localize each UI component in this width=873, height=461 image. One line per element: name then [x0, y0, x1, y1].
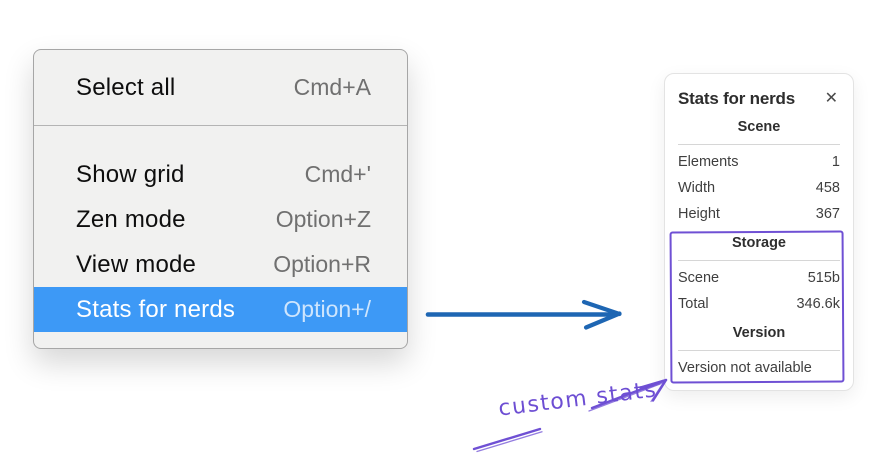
section-heading: Scene — [737, 119, 781, 135]
section-divider — [678, 260, 840, 261]
menu-item-shortcut: Cmd+A — [293, 74, 371, 100]
stat-row-total-storage: Total 346.6k — [678, 291, 840, 317]
section-scene: Scene Elements 1 Width 458 Height 367 — [678, 119, 840, 227]
menu-item-label: Zen mode — [76, 205, 186, 233]
flow-arrow — [425, 299, 622, 330]
context-menu: Select all Cmd+A Show grid Cmd+' Zen mod… — [33, 49, 408, 349]
menu-item-stats-for-nerds[interactable]: Stats for nerds Option+/ — [34, 287, 407, 332]
stat-label: Height — [678, 206, 720, 222]
section-divider — [678, 350, 840, 351]
section-divider — [678, 144, 840, 145]
stat-value: 458 — [815, 180, 840, 196]
menu-item-show-grid[interactable]: Show grid Cmd+' — [34, 152, 407, 197]
stat-row-height: Height 367 — [678, 201, 840, 227]
stat-value: 1 — [831, 154, 840, 170]
menu-item-label: Stats for nerds — [76, 295, 236, 323]
menu-item-shortcut: Cmd+' — [304, 161, 371, 187]
stat-row-width: Width 458 — [678, 175, 840, 201]
annotated-region: Storage Scene 515b Total 346.6k Version … — [669, 230, 845, 384]
section-version: Version Version not available — [678, 325, 840, 378]
stat-value: 515b — [807, 270, 840, 286]
stat-label: Scene — [678, 270, 720, 286]
stat-label: Elements — [678, 154, 739, 170]
stats-for-nerds-panel: Stats for nerds ✕ Scene Elements 1 Width… — [664, 73, 854, 391]
menu-item-view-mode[interactable]: View mode Option+R — [34, 242, 407, 287]
section-storage: Storage Scene 515b Total 346.6k — [678, 235, 840, 317]
menu-item-shortcut: Option+/ — [283, 296, 371, 322]
menu-item-label: Show grid — [76, 160, 185, 188]
section-heading: Version — [732, 325, 786, 341]
panel-title: Stats for nerds — [678, 89, 795, 108]
panel-header: Stats for nerds ✕ — [678, 89, 840, 109]
stat-row-elements: Elements 1 — [678, 149, 840, 175]
menu-item-shortcut: Option+R — [273, 251, 371, 277]
stat-row-scene-storage: Scene 515b — [678, 265, 840, 291]
menu-item-label: View mode — [76, 250, 197, 278]
section-heading: Storage — [732, 235, 786, 251]
stat-label: Width — [678, 180, 716, 196]
annotation-text: custom stats — [497, 377, 659, 422]
menu-item-label: Select all — [76, 73, 176, 101]
menu-item-zen-mode[interactable]: Zen mode Option+Z — [34, 197, 407, 242]
version-note: Version not available — [678, 360, 812, 376]
menu-item-shortcut: Option+Z — [275, 206, 371, 232]
close-icon[interactable]: ✕ — [824, 90, 838, 107]
stat-value: 346.6k — [796, 296, 840, 312]
stat-label: Total — [678, 296, 709, 312]
menu-item-select-all[interactable]: Select all Cmd+A — [34, 65, 407, 110]
menu-divider — [34, 125, 407, 126]
stat-value: 367 — [815, 206, 840, 222]
